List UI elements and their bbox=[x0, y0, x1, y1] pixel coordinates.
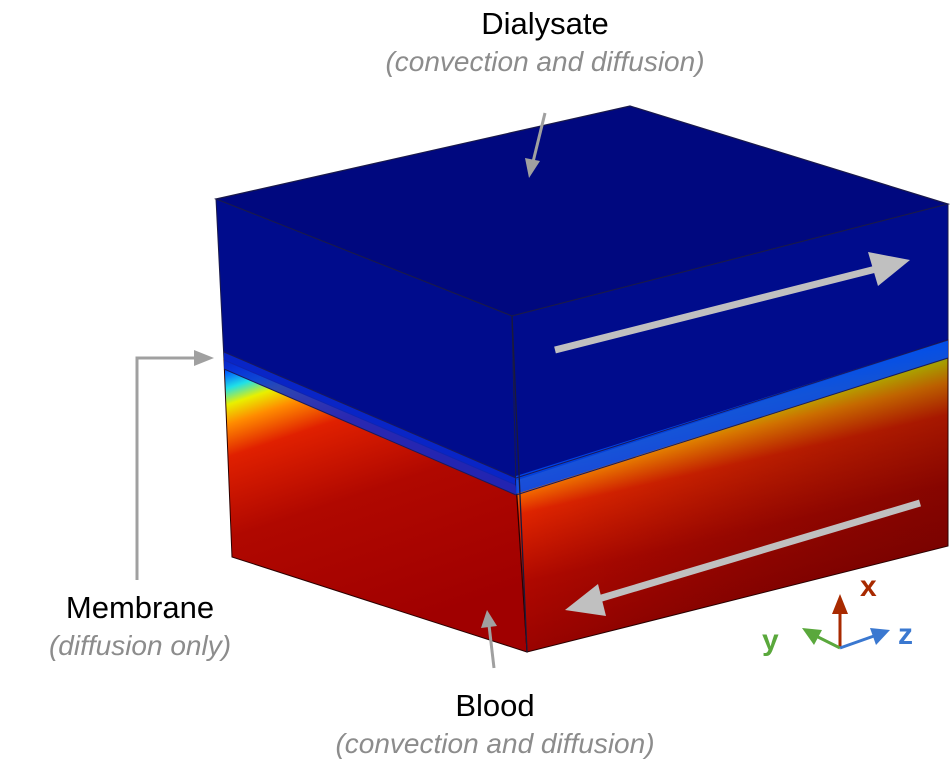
membrane-band-right bbox=[516, 340, 948, 494]
dialysate-pointer-arrow bbox=[525, 112, 547, 178]
dialysate-label: Dialysate (convection and diffusion) bbox=[370, 6, 720, 78]
right-face-shade bbox=[516, 340, 948, 652]
axis-z-label: z bbox=[898, 618, 913, 651]
membrane-subtitle: (diffusion only) bbox=[48, 630, 232, 661]
membrane-title: Membrane bbox=[65, 590, 215, 625]
membrane-edge-left bbox=[223, 351, 517, 479]
axis-y-label: y bbox=[762, 624, 779, 657]
axis-triad bbox=[802, 594, 890, 650]
membrane-edge-right-lower bbox=[515, 357, 949, 496]
membrane-label: Membrane (diffusion only) bbox=[10, 590, 270, 662]
dialysate-title: Dialysate bbox=[481, 6, 609, 41]
blood-flow-arrow bbox=[565, 499, 922, 616]
dialysate-flow-arrow bbox=[554, 252, 910, 354]
dialysate-subtitle: (convection and diffusion) bbox=[385, 46, 705, 77]
membrane-edge-right bbox=[515, 339, 949, 479]
membrane-band-left bbox=[224, 352, 516, 495]
membrane-edge-left-lower bbox=[223, 368, 517, 496]
blood-label: Blood (convection and diffusion) bbox=[310, 688, 680, 760]
membrane-pointer-arrow bbox=[135, 350, 214, 580]
front-edge bbox=[511, 315, 528, 653]
blood-title: Blood bbox=[455, 688, 535, 723]
blood-subtitle: (convection and diffusion) bbox=[335, 728, 655, 759]
axis-x-label: x bbox=[860, 570, 877, 603]
blood-pointer-arrow bbox=[481, 610, 497, 669]
